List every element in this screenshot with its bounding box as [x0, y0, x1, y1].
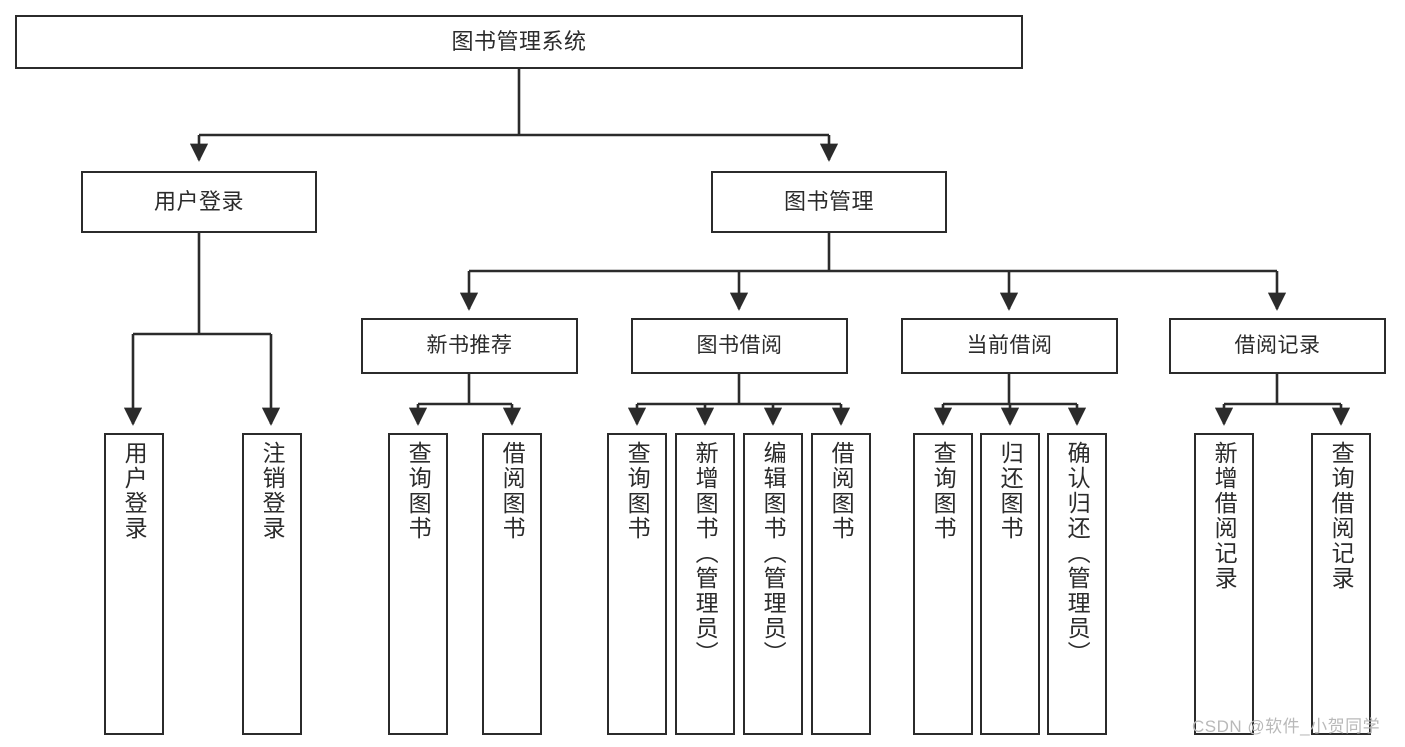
leaf-edit-book-label: 编辑图书（管理员） — [760, 441, 787, 666]
node-user-login-label: 用户登录 — [153, 189, 244, 215]
leaf-query-book-1-label: 查询图书 — [405, 441, 432, 541]
leaf-borrow-book-2[interactable]: 借阅图书 — [811, 433, 871, 735]
leaf-return-book[interactable]: 归还图书 — [980, 433, 1040, 735]
leaf-borrow-book-2-label: 借阅图书 — [828, 441, 855, 541]
node-current-borrow-label: 当前借阅 — [966, 333, 1053, 357]
leaf-add-book[interactable]: 新增图书（管理员） — [675, 433, 735, 735]
leaf-confirm-return[interactable]: 确认归还（管理员） — [1047, 433, 1107, 735]
node-root-label: 图书管理系统 — [451, 29, 587, 55]
leaf-add-book-label: 新增图书（管理员） — [692, 441, 719, 666]
node-new-book-recommend-label: 新书推荐 — [426, 333, 513, 357]
leaf-query-book-1[interactable]: 查询图书 — [388, 433, 448, 735]
node-root[interactable]: 图书管理系统 — [15, 15, 1023, 69]
leaf-query-borrow-record-label: 查询借阅记录 — [1328, 441, 1355, 591]
node-borrow-record-label: 借阅记录 — [1234, 333, 1321, 357]
node-book-management-label: 图书管理 — [783, 189, 874, 215]
leaf-add-borrow-record-label: 新增借阅记录 — [1211, 441, 1238, 591]
node-user-login[interactable]: 用户登录 — [81, 171, 317, 233]
watermark: CSDN @软件_小贺同学 — [1192, 717, 1381, 736]
leaf-return-book-label: 归还图书 — [997, 441, 1024, 541]
node-borrow-record[interactable]: 借阅记录 — [1169, 318, 1386, 374]
node-new-book-recommend[interactable]: 新书推荐 — [361, 318, 578, 374]
leaf-edit-book[interactable]: 编辑图书（管理员） — [743, 433, 803, 735]
leaf-logout-login-label: 注销登录 — [259, 441, 286, 541]
node-book-borrow-label: 图书借阅 — [696, 333, 783, 357]
leaf-borrow-book-1[interactable]: 借阅图书 — [482, 433, 542, 735]
leaf-confirm-return-label: 确认归还（管理员） — [1064, 441, 1091, 666]
node-book-management[interactable]: 图书管理 — [711, 171, 947, 233]
leaf-query-borrow-record[interactable]: 查询借阅记录 — [1311, 433, 1371, 735]
leaf-logout-login[interactable]: 注销登录 — [242, 433, 302, 735]
leaf-add-borrow-record[interactable]: 新增借阅记录 — [1194, 433, 1254, 735]
leaf-query-book-2-label: 查询图书 — [624, 441, 651, 541]
leaf-user-login[interactable]: 用户登录 — [104, 433, 164, 735]
node-current-borrow[interactable]: 当前借阅 — [901, 318, 1118, 374]
leaf-borrow-book-1-label: 借阅图书 — [499, 441, 526, 541]
leaf-query-book-3[interactable]: 查询图书 — [913, 433, 973, 735]
leaf-user-login-label: 用户登录 — [121, 441, 148, 541]
leaf-query-book-3-label: 查询图书 — [930, 441, 957, 541]
node-book-borrow[interactable]: 图书借阅 — [631, 318, 848, 374]
leaf-query-book-2[interactable]: 查询图书 — [607, 433, 667, 735]
